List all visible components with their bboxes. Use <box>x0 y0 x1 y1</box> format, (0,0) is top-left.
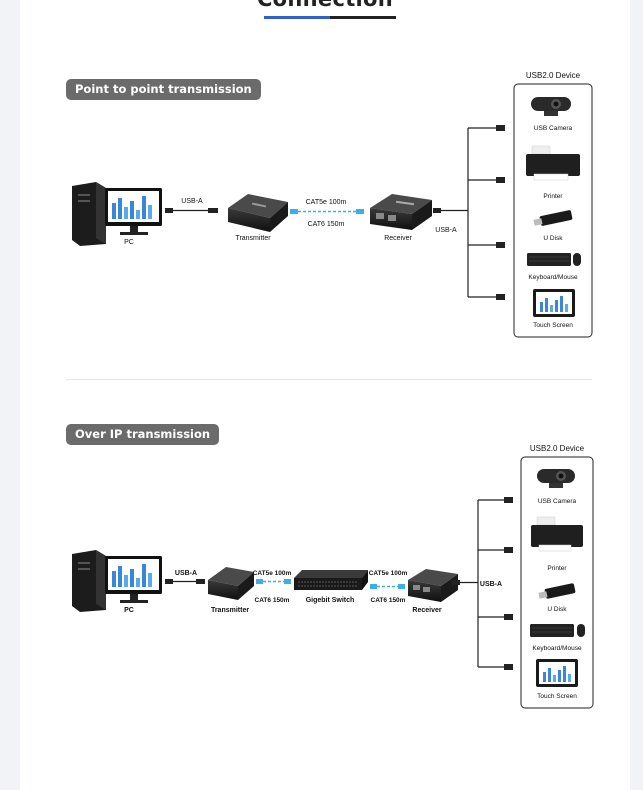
title-underline-dark <box>330 16 396 19</box>
pc-label: PC <box>124 239 134 246</box>
receiver-label: Receiver <box>384 235 412 242</box>
pc-usb-label: USB-A <box>175 570 197 577</box>
device-label-touch-screen: Touch Screen <box>533 322 573 329</box>
device-label-touch-screen: Touch Screen <box>537 693 577 700</box>
section-divider <box>66 379 592 380</box>
keyboard-mouse-icon <box>530 624 585 637</box>
pc-icon <box>72 550 162 612</box>
section-pill-point-to-point: Point to point transmission <box>66 79 261 100</box>
devices-panel <box>520 456 594 709</box>
udisk-icon <box>533 210 573 226</box>
product-page: Connection Point to point transmission <box>20 0 630 790</box>
receiver-usb-label: USB-A <box>435 227 457 234</box>
usb-cable-pc <box>165 208 218 213</box>
receiver-usb-label: USB-A <box>480 581 502 588</box>
pc-label: PC <box>124 607 134 614</box>
switch-icon <box>294 570 368 590</box>
udisk-icon <box>538 583 576 599</box>
devices-title: USB2.0 Device <box>530 444 585 453</box>
point-to-point-diagram: PC USB-A Transmitter CAT5e 100m CAT6 150… <box>72 71 593 338</box>
receiver-icon <box>370 194 432 230</box>
device-label-keyboard-mouse: Keyboard/Mouse <box>532 645 582 652</box>
receiver-label: Receiver <box>412 607 441 614</box>
title-underline-accent <box>264 16 330 19</box>
transmitter-icon <box>208 567 254 600</box>
device-label-keyboard-mouse: Keyboard/Mouse <box>528 274 578 281</box>
touch-screen-icon <box>533 289 575 317</box>
device-label-camera: USB Camera <box>538 498 577 505</box>
ethernet-cable-2 <box>370 584 405 589</box>
keyboard-mouse-icon <box>527 253 581 266</box>
section-pill-over-ip: Over IP transmission <box>66 424 220 445</box>
cable1-bottom-label: CAT6 150m <box>255 597 290 604</box>
printer-icon <box>531 516 583 552</box>
device-label-udisk: U Disk <box>543 235 563 242</box>
printer-icon <box>526 145 580 181</box>
transmitter-label: Transmitter <box>211 607 249 614</box>
touch-screen-icon <box>536 659 578 687</box>
camera-icon <box>537 469 575 488</box>
devices-title: USB2.0 Device <box>526 71 581 80</box>
page-title: Connection <box>20 0 630 11</box>
camera-icon <box>531 97 571 116</box>
ethernet-cable <box>290 209 364 214</box>
device-label-camera: USB Camera <box>534 125 573 132</box>
receiver-icon <box>408 569 458 602</box>
usb-cable-pc <box>165 579 205 584</box>
usb-cable-receiver <box>452 497 513 670</box>
pc-icon <box>72 182 162 246</box>
ethernet-cable-1 <box>256 579 291 584</box>
cable-top-label: CAT5e 100m <box>306 199 347 206</box>
cable1-top-label: CAT5e 100m <box>253 570 292 577</box>
switch-label: Gigebit Switch <box>306 597 355 604</box>
devices-panel <box>513 83 593 338</box>
cable2-bottom-label: CAT6 150m <box>371 597 406 604</box>
transmitter-icon <box>228 194 288 232</box>
device-label-printer: Printer <box>543 193 563 200</box>
transmitter-label: Transmitter <box>235 235 271 242</box>
device-label-udisk: U Disk <box>547 606 567 613</box>
cable-bottom-label: CAT6 150m <box>308 221 345 228</box>
pc-usb-label: USB-A <box>181 198 203 205</box>
over-ip-diagram: PC USB-A Transmitter CAT5e 100m CAT6 150… <box>72 444 594 709</box>
cable2-top-label: CAT5e 100m <box>369 570 408 577</box>
device-label-printer: Printer <box>547 565 567 572</box>
usb-cable-receiver <box>433 125 505 300</box>
